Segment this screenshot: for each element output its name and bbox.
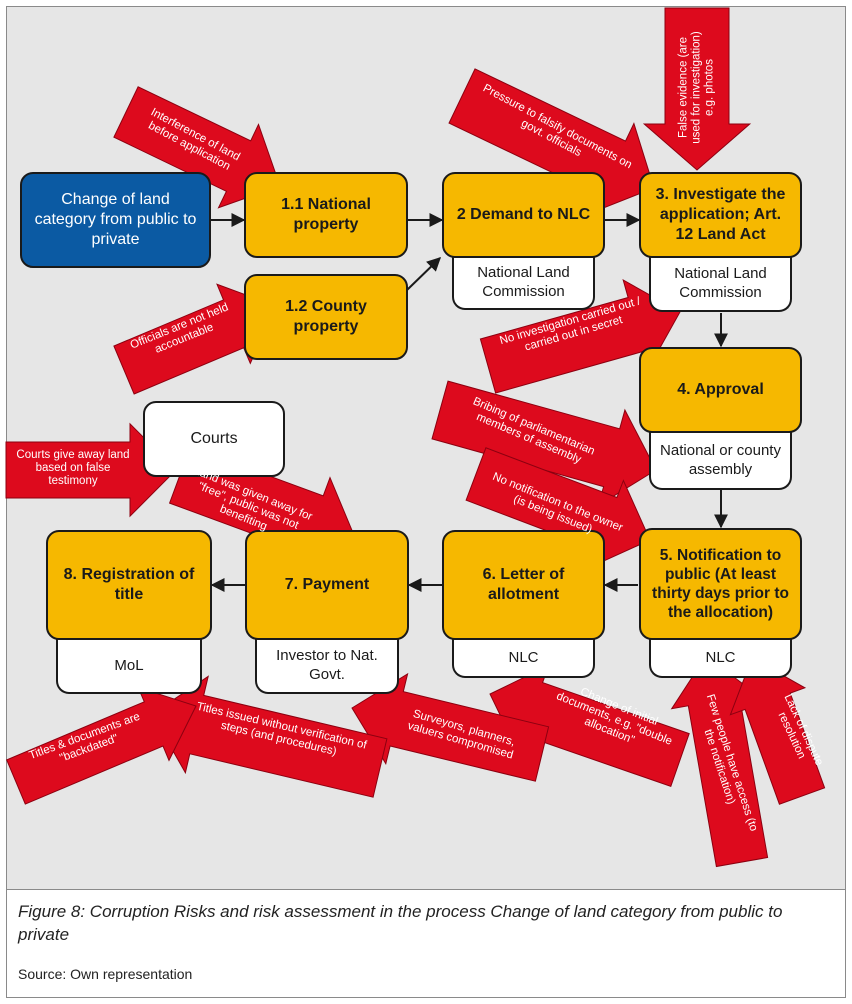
figure-caption: Figure 8: Corruption Risks and risk asse… bbox=[18, 902, 783, 944]
step-7-actor: Investor to Nat. Govt. bbox=[255, 632, 399, 694]
start-box: Change of land category from public to p… bbox=[20, 172, 211, 268]
step-1-1-box: 1.1 National property bbox=[244, 172, 408, 258]
step-7-box: 7. Payment bbox=[245, 530, 409, 640]
step-8-box: 8. Registration of title bbox=[46, 530, 212, 640]
step-3-box: 3. Investigate the application; Art. 12 … bbox=[639, 172, 802, 258]
step-8-actor: MoL bbox=[56, 632, 202, 694]
step-2-box: 2 Demand to NLC bbox=[442, 172, 605, 258]
figure-source: Source: Own representation bbox=[18, 966, 193, 982]
step-1-2-box: 1.2 County property bbox=[244, 274, 408, 360]
step-4-actor: National or county assembly bbox=[649, 425, 792, 490]
risk-arrow-false-evidence bbox=[642, 7, 752, 171]
connector-1-2-to-2 bbox=[406, 257, 442, 291]
step-6-box: 6. Letter of allotment bbox=[442, 530, 605, 640]
step-5-box: 5. Notification to public (At least thir… bbox=[639, 528, 802, 640]
flow-connectors bbox=[210, 213, 728, 592]
step-2-actor: National Land Commission bbox=[452, 250, 595, 310]
step-4-box: 4. Approval bbox=[639, 347, 802, 433]
courts-box: Courts bbox=[143, 401, 285, 477]
risk-arrow-bribing bbox=[431, 380, 657, 507]
caption-divider bbox=[7, 889, 845, 890]
risk-arrow-titles-without-verification bbox=[151, 675, 388, 798]
risk-arrow-backdated bbox=[6, 686, 197, 805]
step-3-actor: National Land Commission bbox=[649, 250, 792, 312]
risk-arrow-lack-dispute bbox=[729, 657, 826, 805]
risk-arrow-interference bbox=[113, 86, 281, 209]
